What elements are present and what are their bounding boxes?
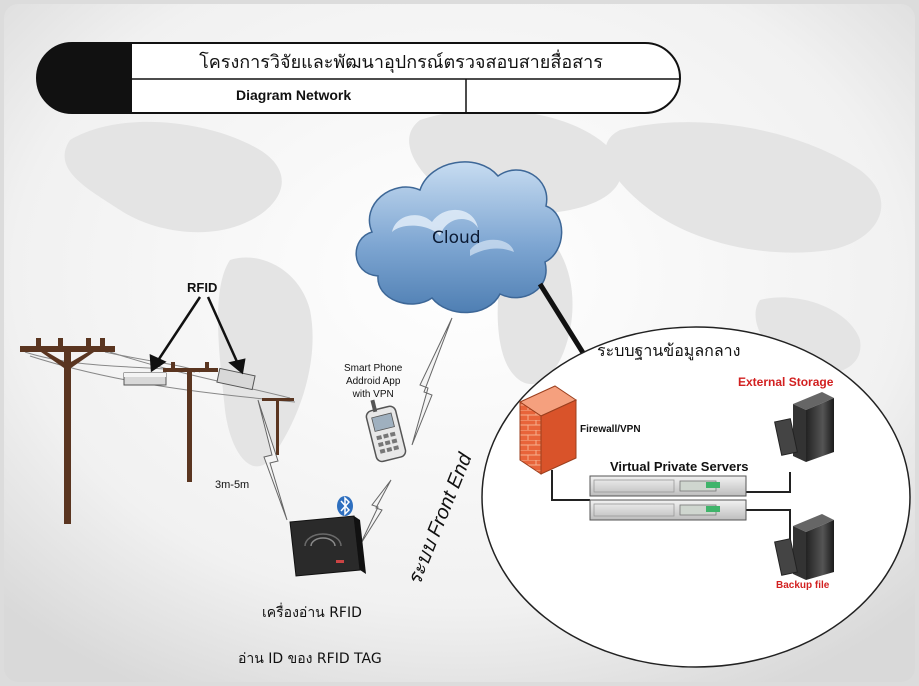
backup-file-label: Backup file <box>776 580 830 591</box>
rfid-reader-label: เครื่องอ่าน RFID <box>262 605 362 621</box>
server-connectors <box>551 470 791 540</box>
cloud-label: Cloud <box>432 228 481 248</box>
smartphone-icon <box>365 399 407 463</box>
rfid-tag-label: RFID <box>187 280 218 295</box>
firewall-label: Firewall/VPN <box>580 424 641 435</box>
utility-poles <box>20 338 294 524</box>
external-storage-label: External Storage <box>738 375 834 389</box>
virtual-private-servers <box>589 475 747 521</box>
read-rfid-caption: อ่าน ID ของ RFID TAG <box>238 651 382 667</box>
cloud-icon <box>355 161 563 314</box>
central-database-label: ระบบฐานข้อมูลกลาง <box>597 341 741 360</box>
header-title: โครงการวิจัยและพัฒนาอุปกรณ์ตรวจสอบสายสื่… <box>199 52 603 73</box>
rfid-reader-device <box>289 515 366 577</box>
rfid-tags <box>123 367 256 391</box>
smartphone-label: Smart Phone Addroid App with VPN <box>344 363 403 400</box>
firewall-icon <box>518 385 578 475</box>
header-subtitle: Diagram Network <box>236 87 352 103</box>
header-bar <box>36 42 681 114</box>
central-database-zone <box>481 326 911 668</box>
vps-label: Virtual Private Servers <box>610 459 749 474</box>
wireless-links <box>257 317 453 546</box>
bluetooth-icon <box>337 496 353 516</box>
external-storage-icon <box>774 392 834 462</box>
distance-label: 3m-5m <box>215 479 250 491</box>
backup-storage-icon <box>774 514 834 580</box>
rfid-arrows <box>149 296 246 375</box>
